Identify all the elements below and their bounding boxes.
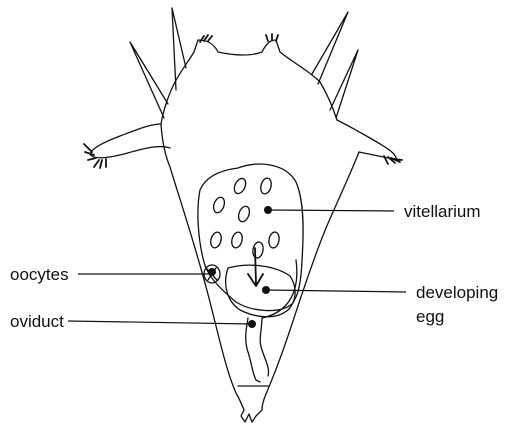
developing-egg-pointer-dot [262, 286, 270, 294]
cilia-tufts [84, 34, 402, 168]
right-anterior-spine-outer [312, 12, 348, 84]
label-vitellarium: vitellarium [404, 202, 481, 221]
label-oviduct: oviduct [10, 312, 64, 331]
vitellarium-pointer-dot [264, 206, 272, 214]
vitellarium-leader [268, 210, 394, 211]
vitellarium-nuclei [209, 177, 280, 259]
vitellarium-outline [198, 164, 303, 311]
label-oocytes: oocytes [10, 265, 69, 284]
left-lateral-spine [130, 42, 168, 118]
rotifer-body [90, 40, 396, 422]
vitellarium-organ [198, 164, 303, 311]
labels: vitellarium oocytes developing egg ovidu… [10, 202, 498, 331]
developing-egg-outline [226, 265, 295, 317]
oviduct-tube-right [260, 318, 268, 376]
label-egg: egg [416, 307, 444, 326]
head-tuft-right-icon [266, 34, 278, 41]
developing-egg-leader [266, 290, 406, 292]
head-outline [174, 40, 320, 84]
right-lateral-spine [330, 50, 358, 118]
left-lateral-lobe [90, 124, 170, 158]
spines [130, 8, 358, 118]
left-anterior-spine-outer [172, 8, 186, 90]
foot-outline [241, 410, 262, 422]
oviduct-pointer-dot [248, 320, 256, 328]
oviduct-leader [68, 321, 252, 324]
label-developing: developing [416, 283, 498, 302]
body-outline-right [262, 152, 359, 410]
down-arrow-icon [248, 248, 263, 286]
right-lateral-lobe [337, 120, 396, 160]
leaders [68, 206, 406, 328]
